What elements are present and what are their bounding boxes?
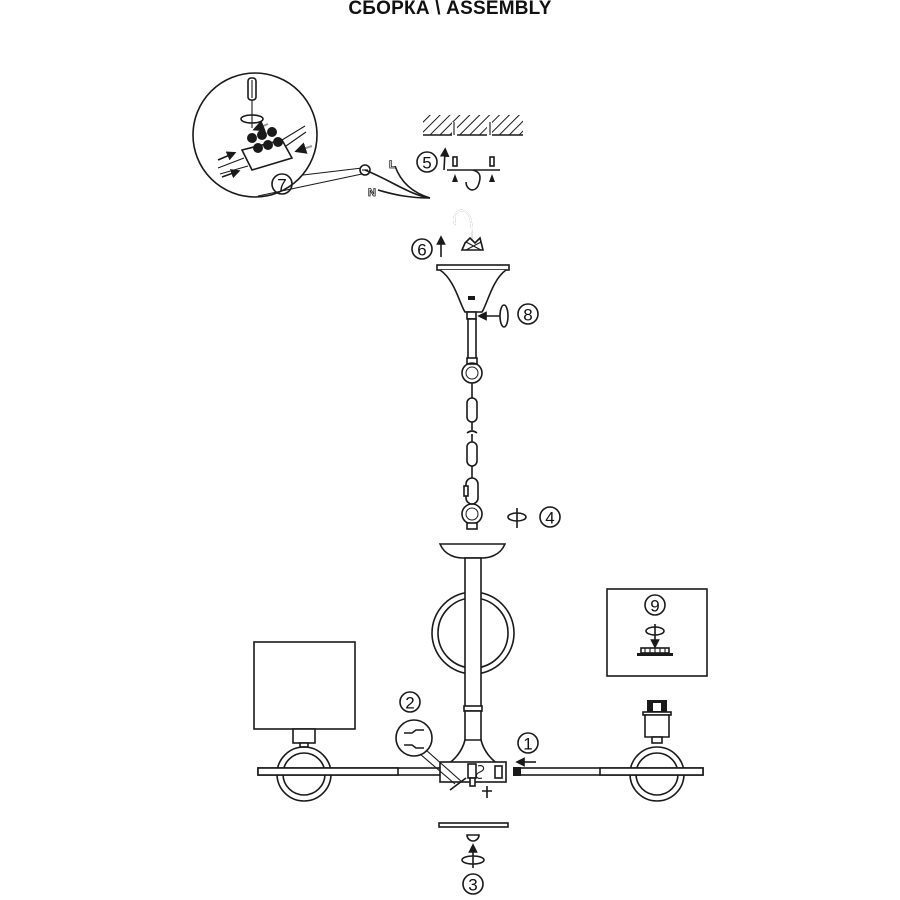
arm-hub	[439, 761, 521, 798]
rotate-arrow-icon	[461, 855, 485, 865]
step-9-badge: 9	[644, 594, 666, 616]
wire-connector-detail: 2	[395, 691, 463, 785]
bottom-plate	[438, 822, 509, 828]
terminal-block-detail: 7	[192, 72, 363, 198]
shade-install-box: 9	[606, 588, 708, 677]
central-column	[431, 543, 515, 765]
step-4-number: 4	[545, 509, 554, 528]
live-wire-label: L	[389, 159, 396, 171]
lampshade	[253, 641, 356, 730]
step-1-number: 1	[523, 735, 532, 754]
rotate-arrow-icon	[499, 304, 509, 328]
ceiling-mount	[423, 115, 523, 136]
ceiling-canopy	[436, 264, 510, 360]
left-lamp-with-shade	[253, 641, 399, 802]
step-7-badge: 7	[271, 173, 293, 195]
step-8-badge: 8	[517, 303, 539, 325]
step-2-badge: 2	[399, 691, 421, 713]
step-6-badge: 6	[411, 238, 433, 260]
step-3-badge: 3	[462, 873, 484, 895]
neutral-wire-label: N	[368, 187, 376, 199]
step-5-badge: 5	[416, 151, 438, 173]
step-6-number: 6	[417, 241, 426, 260]
screwdriver-icon	[247, 77, 257, 128]
finial	[466, 834, 480, 842]
step-8-number: 8	[523, 306, 532, 325]
step-1-badge: 1	[517, 732, 539, 754]
step-5-number: 5	[422, 154, 431, 173]
canopy-connector: 6	[411, 235, 485, 260]
hook-bracket: 5	[416, 147, 500, 191]
step-4-badge: 4	[539, 506, 561, 528]
step-7-number: 7	[277, 176, 286, 195]
page-title: СБОРКА \ ASSEMBLY	[348, 0, 552, 19]
step-3-number: 3	[468, 876, 477, 895]
step-9-number: 9	[650, 597, 659, 616]
rotate-arrow-icon	[240, 114, 264, 124]
bottom-cap-step: 3	[438, 822, 509, 895]
step-2-number: 2	[405, 694, 414, 713]
right-lamp-socket	[599, 700, 704, 802]
arm-insert-step: 1	[515, 732, 539, 767]
chain	[461, 357, 483, 530]
supply-wires: L N	[359, 159, 473, 241]
canopy-screw-step: 8	[477, 303, 539, 328]
chain-attach-step: 4	[507, 506, 561, 528]
